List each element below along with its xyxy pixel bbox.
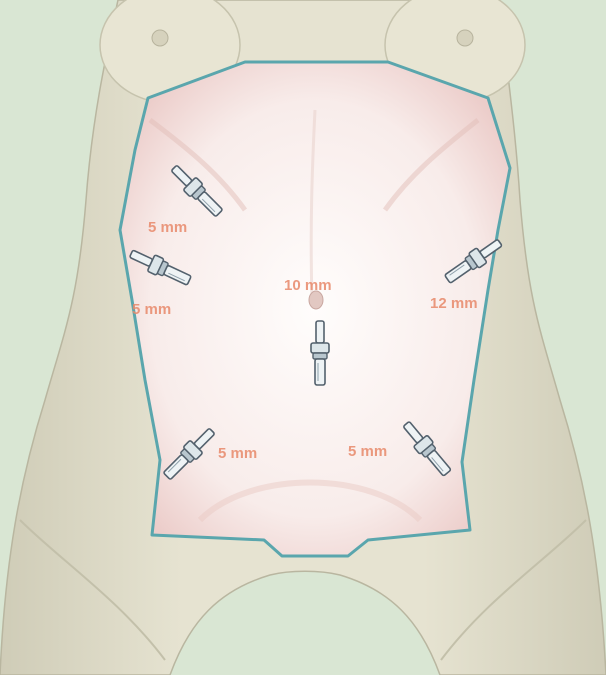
label-lower-left: 5 mm — [218, 445, 257, 462]
label-upper-left: 5 mm — [148, 219, 187, 236]
right-nipple — [457, 30, 473, 46]
label-lower-right: 5 mm — [348, 443, 387, 460]
label-umbilical: 10 mm — [284, 277, 332, 294]
label-right-flank: 12 mm — [430, 295, 478, 312]
label-left-flank: 5 mm — [132, 301, 171, 318]
left-nipple — [152, 30, 168, 46]
